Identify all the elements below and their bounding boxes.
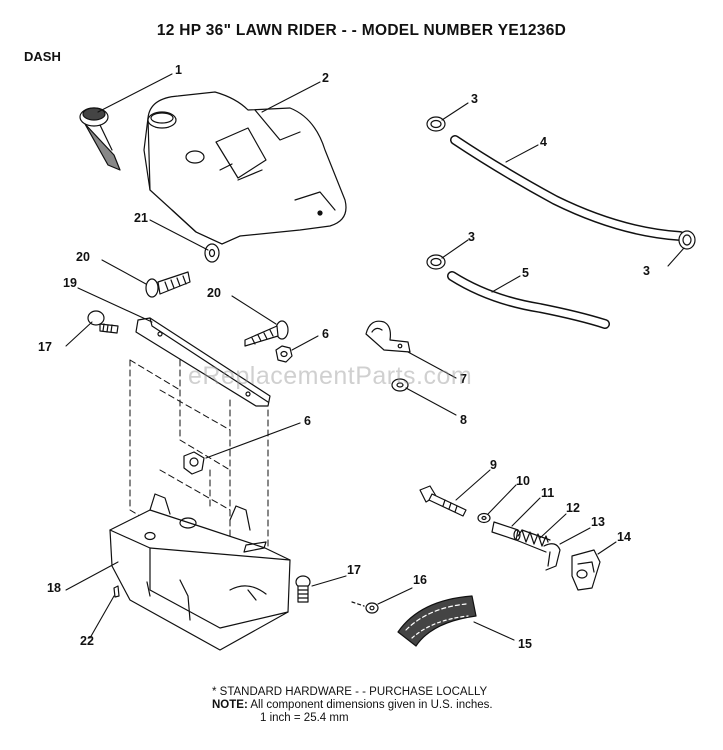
part-20-bolt-upper [145, 271, 191, 298]
footer-notes: * STANDARD HARDWARE - - PURCHASE LOCALLY… [212, 686, 493, 725]
callout-10: 10 [516, 474, 530, 488]
callout-7: 7 [460, 372, 467, 386]
section-label: DASH [24, 49, 61, 64]
callout-2: 2 [322, 71, 329, 85]
callout-3: 3 [468, 230, 475, 244]
part-9-bolt [419, 485, 467, 517]
callout-20: 20 [207, 286, 221, 300]
diagram-title: 12 HP 36" LAWN RIDER - - MODEL NUMBER YE… [156, 22, 567, 39]
callout-3: 3 [643, 264, 650, 278]
watermark: eReplacementParts.com [188, 362, 473, 390]
part-10-washer [477, 512, 491, 524]
callout-labels: 1 2 3 3 3 4 5 6 6 7 8 9 10 11 12 13 14 1… [38, 63, 650, 651]
part-7-clip [365, 320, 411, 353]
part-15-throttle-plate [397, 595, 477, 647]
callout-6: 6 [322, 327, 329, 341]
footer-note-line: NOTE: All component dimensions given in … [212, 699, 493, 712]
callout-3: 3 [471, 92, 478, 106]
part-13-clip [543, 543, 561, 571]
callout-20: 20 [76, 250, 90, 264]
footer-conversion: 1 inch = 25.4 mm [260, 712, 349, 724]
callout-16: 16 [413, 573, 427, 587]
callout-17: 17 [38, 340, 52, 354]
part-3-hose-clamp-middle [426, 254, 446, 270]
part-3-hose-clamp-right [678, 230, 696, 250]
callout-9: 9 [490, 458, 497, 472]
callout-21: 21 [134, 211, 148, 225]
part-14-knob [571, 549, 601, 591]
part-11-spacer [491, 521, 521, 541]
callout-13: 13 [591, 515, 605, 529]
part-1-cap [79, 107, 121, 171]
part-18-lower-panel [109, 493, 291, 651]
callout-11: 11 [541, 486, 554, 500]
part-5-hose [447, 271, 610, 329]
callout-5: 5 [522, 266, 529, 280]
part-16-washer [351, 601, 379, 614]
part-4-hose [450, 135, 685, 241]
callout-22: 22 [80, 634, 94, 648]
callout-15: 15 [518, 637, 532, 651]
part-2-dash-housing [143, 91, 347, 245]
callout-8: 8 [460, 413, 467, 427]
leader-lines [65, 73, 685, 641]
callout-18: 18 [47, 581, 61, 595]
part-6-nut-lower [183, 451, 205, 475]
part-17-bolt-lower [295, 575, 311, 603]
footer-standard-hardware: * STANDARD HARDWARE - - PURCHASE LOCALLY [212, 686, 488, 698]
part-8-washer [391, 378, 409, 392]
note-text: All component dimensions given in U.S. i… [250, 699, 493, 711]
callout-1: 1 [175, 63, 182, 77]
callout-17: 17 [347, 563, 361, 577]
part-3-hose-clamp-upper [426, 116, 446, 132]
assembly-dashed-outline [129, 359, 269, 561]
part-6-nut-upper [275, 345, 293, 363]
callout-4: 4 [540, 135, 547, 149]
part-12-spring [515, 529, 551, 553]
note-label: NOTE: [212, 699, 248, 711]
callout-19: 19 [63, 276, 77, 290]
callout-6: 6 [304, 414, 311, 428]
part-22-screw [113, 585, 120, 598]
callout-12: 12 [566, 501, 580, 515]
callout-14: 14 [617, 530, 631, 544]
part-19-bracket [135, 317, 271, 407]
part-21-washer [204, 243, 220, 263]
part-20-bolt-middle [244, 320, 289, 347]
